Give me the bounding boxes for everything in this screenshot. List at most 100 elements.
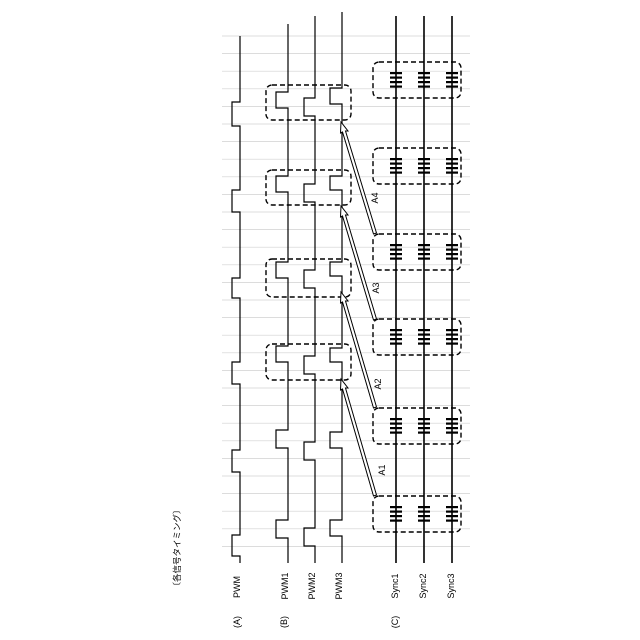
- arrow-label-a4: A4: [370, 192, 380, 203]
- sync-pulse: [446, 258, 458, 260]
- sync-box-5: [373, 408, 461, 444]
- sync-pulse: [390, 81, 402, 83]
- section-label-a: (A): [232, 616, 242, 628]
- sync-pulse: [418, 158, 430, 160]
- sync-pulse: [418, 249, 430, 251]
- sync-pulse: [390, 244, 402, 246]
- sync-pulse: [390, 343, 402, 345]
- sync-pulse: [418, 418, 430, 420]
- diagram-title: 〔各信号タイミング〕: [172, 505, 183, 590]
- waveforms: [232, 12, 452, 563]
- section-label-b: (B): [279, 616, 289, 628]
- sync-pulse: [418, 520, 430, 522]
- sync-pulse: [418, 167, 430, 169]
- sync-pulse: [390, 506, 402, 508]
- sync-box-1: [373, 62, 461, 98]
- sync-pulse: [446, 515, 458, 517]
- sync-pulse: [446, 329, 458, 331]
- sync-pulse: [446, 506, 458, 508]
- sync-pulse: [418, 334, 430, 336]
- sync-pulse: [390, 515, 402, 517]
- sync-pulse: [418, 423, 430, 425]
- pwm-waveform: [232, 36, 240, 563]
- sync-pulse: [390, 338, 402, 340]
- signal-label-pwm1: PWM1: [280, 573, 290, 600]
- signal-labels: PWM PWM1 PWM2 PWM3 Sync1 Sync2 Sync3: [232, 573, 456, 600]
- sync-pulse: [418, 72, 430, 74]
- sync-pulse: [446, 427, 458, 429]
- signal-label-pwm2: PWM2: [307, 573, 317, 600]
- sync-pulse: [418, 427, 430, 429]
- sync-pulse: [446, 167, 458, 169]
- sync-pulse: [390, 334, 402, 336]
- signal-label-sync2: Sync2: [418, 573, 428, 598]
- sync-pulse: [390, 432, 402, 434]
- sync-pulse: [418, 432, 430, 434]
- sync-pulse: [390, 158, 402, 160]
- sync-pulse: [446, 418, 458, 420]
- pwm1-waveform: [276, 24, 288, 563]
- sync-pulse: [390, 258, 402, 260]
- sync-burst-boxes: [373, 62, 461, 532]
- sync-pulse: [418, 163, 430, 165]
- sync-pulse: [390, 172, 402, 174]
- sync-pulse: [390, 329, 402, 331]
- sync-pulse: [418, 258, 430, 260]
- sync-pulse: [390, 86, 402, 88]
- sync-pulse: [446, 343, 458, 345]
- arrow-label-a2: A2: [373, 378, 383, 389]
- sync-box-2: [373, 148, 461, 184]
- sync-pulse: [446, 520, 458, 522]
- sync-box-4: [373, 319, 461, 355]
- pwm2-waveform: [304, 16, 315, 563]
- signal-label-pwm3: PWM3: [334, 573, 344, 600]
- sync-pulse: [418, 338, 430, 340]
- sync-pulse: [446, 172, 458, 174]
- pwm-box-1: [266, 85, 351, 120]
- sync-pulse: [418, 81, 430, 83]
- sync-pulse: [390, 167, 402, 169]
- sync-pulse: [418, 77, 430, 79]
- signal-label-sync3: Sync3: [446, 573, 456, 598]
- sync-pulse: [446, 253, 458, 255]
- sync-pulse: [390, 163, 402, 165]
- sync-pulse: [418, 343, 430, 345]
- sync-pulse: [390, 418, 402, 420]
- pwm3-waveform: [330, 12, 342, 563]
- arrow-label-a3: A3: [371, 282, 381, 293]
- sync-pulse: [390, 72, 402, 74]
- sync-pulse: [446, 423, 458, 425]
- timing-grid: [222, 36, 470, 546]
- sync-pulse: [390, 253, 402, 255]
- sync-pulse: [446, 158, 458, 160]
- signal-label-sync1: Sync1: [390, 573, 400, 598]
- sync-pulse: [446, 338, 458, 340]
- sync-pulse: [446, 249, 458, 251]
- sync-pulse: [390, 423, 402, 425]
- sync-pulse: [446, 334, 458, 336]
- timing-arrows: [341, 122, 377, 496]
- pwm-box-2: [266, 170, 351, 205]
- pwm-transition-boxes: [266, 85, 351, 380]
- sync-pulse: [390, 520, 402, 522]
- sync-pulse: [418, 172, 430, 174]
- sync-pulse: [390, 511, 402, 513]
- arrow-label-a1: A1: [377, 464, 387, 475]
- sync-pulse: [446, 86, 458, 88]
- sync-pulse: [446, 432, 458, 434]
- sync-pulse: [390, 249, 402, 251]
- sync-pulse: [446, 72, 458, 74]
- sync-pulse: [418, 244, 430, 246]
- sync-pulse: [418, 511, 430, 513]
- sync-pulse: [390, 77, 402, 79]
- sync-pulse: [446, 77, 458, 79]
- section-labels: (A) (B) (C): [232, 616, 400, 629]
- sync-pulse: [418, 253, 430, 255]
- signal-label-pwm: PWM: [232, 576, 242, 598]
- sync-pulse: [418, 506, 430, 508]
- section-label-c: (C): [390, 616, 400, 629]
- sync-pulse: [446, 163, 458, 165]
- sync-pulse: [446, 511, 458, 513]
- sync-pulse: [390, 427, 402, 429]
